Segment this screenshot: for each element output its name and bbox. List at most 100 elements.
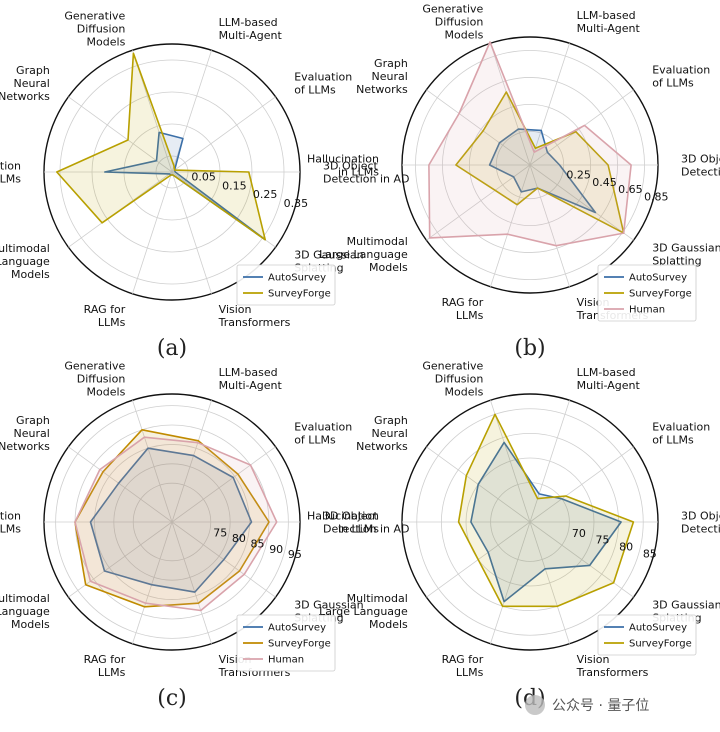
radial-tick-label: 0.15 [222,179,247,192]
watermark: 公众号 · 量子位 [525,695,649,715]
legend-box [236,264,336,306]
radial-tick-label: 95 [288,548,302,561]
radar-spoke [171,446,276,523]
radar-spoke [529,164,634,241]
legend-entry: SurveyForge [268,289,331,300]
radar-spoke [529,521,570,644]
radial-tick-label: 70 [572,527,586,540]
radial-tick-label: 0.25 [566,168,591,181]
watermark-text: 公众号 · 量子位 [552,698,649,714]
legend-entry: SurveyForge [629,289,692,300]
series-autosurvey-polygon [89,447,253,593]
radial-tick-label: 80 [619,540,633,553]
series-surveyforge-polygon [55,52,267,241]
radar-spoke [490,164,531,287]
radial-tick-label: 0.25 [253,188,278,201]
panel-label: (b) [514,336,545,361]
legend-entry: SurveyForge [629,639,692,650]
radar-spoke [490,43,531,166]
radar-spoke [529,164,570,287]
series-autosurvey-polygon [470,441,622,603]
panel-label: (c) [157,686,187,711]
radial-tick-label: 75 [596,534,610,547]
legend-box [597,614,697,656]
wechat-logo-icon [525,695,545,715]
radar-spoke [132,171,173,294]
series-autosurvey-polygon [488,128,597,214]
radial-tick-label: 75 [213,527,227,540]
legend-entry: AutoSurvey [629,623,687,634]
radial-tick-label: 0.45 [592,176,617,189]
radar-spoke [132,521,173,644]
legend-entry: AutoSurvey [629,273,687,284]
radar-spoke [490,521,531,644]
radar-spoke [171,50,212,173]
radar-spoke [171,521,212,644]
series-human-polygon [74,436,278,612]
radial-tick-label: 80 [232,532,246,545]
radar-spoke [529,43,570,166]
series-human-polygon [428,41,632,247]
radar-spoke [171,171,212,294]
radar-spoke [171,400,212,523]
legend-entry: Human [268,655,304,666]
radar-spoke [68,446,173,523]
legend-entry: Human [629,305,665,316]
legend-box [597,264,697,322]
series-surveyforge-polygon [457,413,635,608]
radial-tick-label: 85 [251,537,265,550]
radar-spoke [529,400,570,523]
radial-tick-label: 0.85 [644,191,669,204]
radar-spoke [490,400,531,523]
radial-tick-label: 0.05 [191,170,216,183]
legend-box [236,614,336,672]
radial-tick-label: 85 [643,547,657,560]
series-surveyforge-polygon [455,91,625,234]
radar-spoke [426,164,531,241]
radial-tick-label: 0.65 [618,183,643,196]
radial-tick-label: 0.35 [284,197,309,210]
radar-spoke [529,446,634,523]
panel-label: (a) [157,336,187,361]
legend-entry: AutoSurvey [268,273,326,284]
